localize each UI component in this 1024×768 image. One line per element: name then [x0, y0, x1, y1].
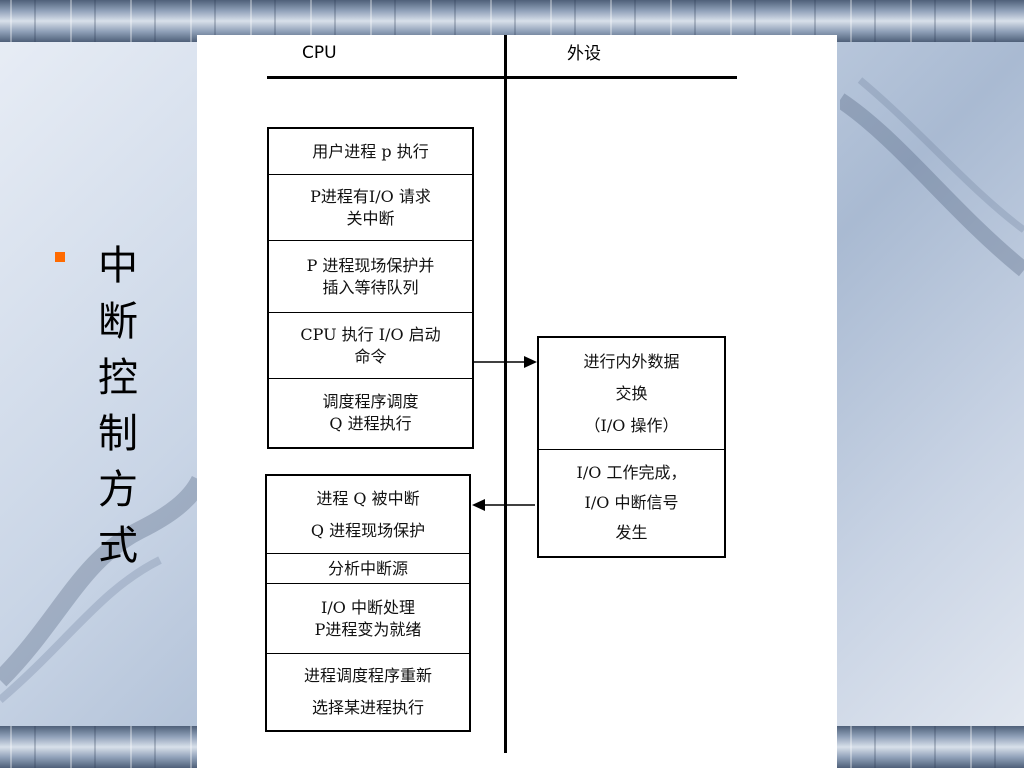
- device-block: 进行内外数据 交换 （I/O 操作） I/O 工作完成， I/O 中断信号 发生: [537, 336, 726, 558]
- step-text: CPU 执行 I/O 启动 命令: [300, 324, 441, 366]
- flow-arrows: [472, 356, 537, 511]
- header-device: 外设: [567, 44, 601, 64]
- step-save-context: P 进程现场保护并 插入等待队列: [269, 241, 472, 313]
- step-text: 分析中断源: [327, 558, 408, 578]
- step-text: 进程 Q 被中断 Q 进程现场保护: [310, 488, 426, 540]
- step-text: 进行内外数据 交换 （I/O 操作）: [583, 351, 680, 435]
- cpu-process-block-1: 用户进程 p 执行 P进程有I/O 请求 关中断 P 进程现场保护并 插入等待队…: [267, 127, 474, 449]
- bullet-marker: [55, 252, 65, 262]
- step-text: 调度程序调度 Q 进程执行: [322, 392, 419, 433]
- header-cpu: CPU: [302, 43, 337, 63]
- header-rule: [267, 76, 737, 79]
- step-io-complete: I/O 工作完成， I/O 中断信号 发生: [539, 450, 724, 556]
- vertical-title-text: 中断控制方式: [98, 243, 138, 569]
- step-text: P 进程现场保护并 插入等待队列: [306, 255, 435, 297]
- great-wall-illustration-right: [840, 77, 1024, 277]
- great-wall-illustration-left: [0, 475, 200, 704]
- step-text: 用户进程 p 执行: [312, 141, 429, 161]
- step-start-io: CPU 执行 I/O 启动 命令: [269, 313, 472, 379]
- step-text: 进程调度程序重新 选择某进程执行: [303, 666, 432, 717]
- step-reschedule: 进程调度程序重新 选择某进程执行: [267, 654, 469, 730]
- arrow-start-io-head: [524, 356, 537, 368]
- arrow-interrupt-head: [472, 499, 485, 511]
- cpu-process-block-2: 进程 Q 被中断 Q 进程现场保护 分析中断源 I/O 中断处理 P进程变为就绪…: [265, 474, 471, 732]
- step-analyze-source: 分析中断源: [267, 554, 469, 584]
- step-text: P进程有I/O 请求 关中断: [310, 186, 431, 228]
- interrupt-flow-diagram: CPU 外设 用户进程 p 执行 P进程有I/O 请求 关中断 P 进程现场保护…: [197, 35, 837, 768]
- step-text: I/O 工作完成， I/O 中断信号 发生: [576, 463, 687, 542]
- step-data-exchange: 进行内外数据 交换 （I/O 操作）: [539, 338, 724, 450]
- step-schedule-q: 调度程序调度 Q 进程执行: [269, 379, 472, 447]
- step-interrupt-handling: I/O 中断处理 P进程变为就绪: [267, 584, 469, 654]
- cpu-device-divider: [504, 35, 507, 753]
- step-io-request: P进程有I/O 请求 关中断: [269, 175, 472, 241]
- step-text: I/O 中断处理 P进程变为就绪: [314, 597, 422, 639]
- step-user-process-run: 用户进程 p 执行: [269, 129, 472, 175]
- step-q-interrupted: 进程 Q 被中断 Q 进程现场保护: [267, 476, 469, 554]
